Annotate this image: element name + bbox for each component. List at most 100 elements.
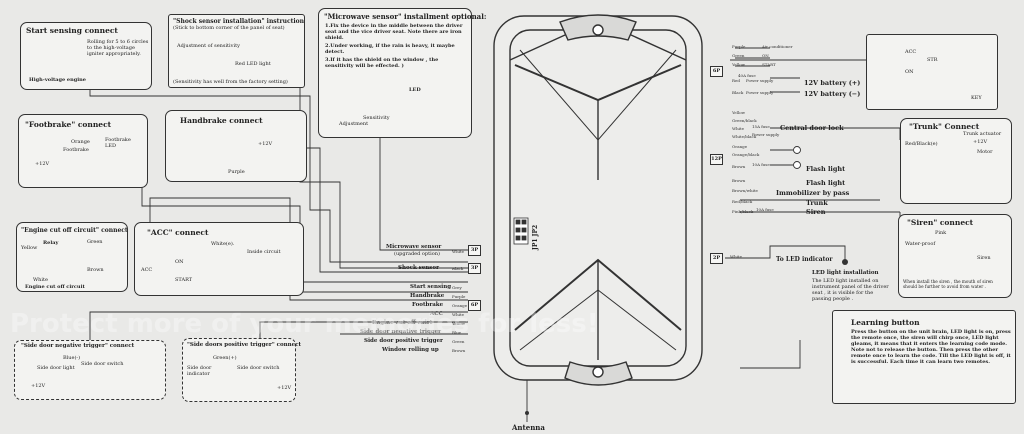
trunk-panel: "Trunk" Connect Trunk actuator Red/Black… [900, 118, 1012, 204]
microwave-panel: "Microwave sensor" installment optional:… [318, 8, 486, 138]
panel-title: "Side door negative trigger" connect [21, 343, 135, 349]
wire-label-footbrake: Footbrake [412, 302, 444, 308]
antenna-icon [525, 411, 529, 415]
wire-color: Yellow [452, 321, 466, 326]
footbrake-label: Footbrake [63, 147, 89, 153]
wire-label-handbrake: Handbrake [410, 293, 445, 299]
wire-color: Orange [452, 303, 468, 308]
engine-label: High-voltage engine [29, 77, 86, 83]
acc-label: ACC [141, 267, 153, 273]
relay-label: Relay [43, 240, 59, 246]
wire-color: Brown/white [732, 188, 758, 193]
wire-color: White [452, 249, 464, 254]
wire-color: Brown [732, 178, 746, 183]
connector-3p: 3P [468, 263, 481, 274]
jumper-label: JP1 JP2 [532, 224, 539, 250]
panel-title: "Siren" connect [907, 218, 974, 227]
panel-title: "Side doors positive trigger" connect [187, 342, 302, 348]
led-label: Red LED light [235, 61, 271, 67]
immobilizer-label: Immobilizer by pass [776, 189, 850, 197]
footbrake-panel: "Footbrake" connect Orange Footbrake Foo… [18, 114, 148, 188]
panel-footer: Engine cut off circuit [25, 284, 85, 290]
antenna-label: Antenna [512, 423, 545, 432]
panel-title: "Microwave sensor" installment optional: [324, 12, 487, 21]
key-label: KEY [971, 95, 982, 101]
switch-label: Side door switch [81, 361, 124, 367]
inside-label: Inside circuit [247, 249, 281, 255]
acc-label: ACC [905, 49, 917, 55]
wire-color: Red [732, 78, 740, 83]
switch-label: Footbrake LED [105, 137, 131, 149]
wire-color: Blue [452, 330, 462, 335]
white-label: White [33, 277, 48, 283]
wire-label-shock: Shock sensor [398, 265, 439, 271]
siren-label: Siren [977, 255, 991, 261]
wire-label-microwave: Microwave sensor [386, 244, 442, 250]
panel-title: "Shock sensor installation" instruction [173, 18, 305, 25]
adjust-label: Adjustment [339, 121, 369, 127]
led-label: LED [409, 87, 421, 93]
sensitivity-label: Sensitivity [363, 115, 390, 121]
wire-color: Green/black [732, 118, 757, 123]
connector-6p: 6P [468, 300, 481, 311]
wire-color: Pink/black [732, 209, 754, 214]
indicator-label: Side door indicator [187, 365, 212, 377]
step-2: 2.Under working, if the rain is heavy, i… [325, 43, 455, 55]
wire-label: Power supply [752, 132, 780, 137]
siren-panel: "Siren" connect Pink Water-proof Siren W… [898, 214, 1012, 298]
connector-2p: 2P [710, 253, 723, 264]
wire-color: Orange/black [732, 152, 760, 157]
wire-label: 10A fuse [752, 162, 770, 167]
v12-label: +12V [258, 141, 273, 147]
wire-color: White/black [732, 134, 757, 139]
wire-engine-cut [149, 197, 468, 301]
wire-color: Green [732, 53, 745, 58]
battery-positive: 12V battery (+) [804, 79, 861, 87]
v12-label: +12V [277, 385, 292, 391]
watermark: Protect more of your memories for less! [10, 309, 599, 339]
shock-sensor-panel: "Shock sensor installation" instruction … [168, 14, 305, 88]
wire-side-neg [89, 311, 468, 342]
panel-note: Rolling for 5 to 6 circles to the high-v… [87, 39, 149, 57]
wire-color: Red/black [732, 199, 753, 204]
wire-microwave [379, 138, 468, 251]
str-label: STR [927, 57, 938, 63]
wire-color: Brown [452, 348, 466, 353]
siren-note: When install the siren , the mouth of si… [903, 279, 993, 289]
on-label: ON [905, 69, 914, 75]
wire-label-start-sensing: Start sensing [410, 284, 452, 290]
connector-3p: 3P [468, 245, 481, 256]
fuse-label: 40A fuse [738, 73, 756, 78]
panel-title: Start sensing connect [26, 26, 118, 35]
wire-footbrake [141, 160, 468, 283]
central-lock-label: Central door lock [780, 124, 844, 132]
panel-note: (Sensitivity has well from the factory s… [173, 79, 288, 85]
panel-subtitle: (Stick to bottom corner of the panel of … [173, 25, 285, 31]
jumper-block [513, 217, 529, 245]
led-install-text: The LED light installed on instrument pa… [812, 278, 889, 302]
start-label: START [175, 277, 193, 283]
step-1: 1.Fix the device in the middle between t… [325, 23, 463, 41]
pink-label: Pink [935, 230, 947, 236]
light-label: Side door light [37, 365, 75, 371]
adjust-label: Adjustment of sensitivity [177, 43, 240, 49]
engine-cut-panel: "Engine cut off circuit" connect Relay Y… [16, 222, 128, 292]
wire-label-side-neg: Side door negative trigger [360, 329, 442, 335]
green-label: Green [87, 239, 103, 245]
waterproof-label: Water-proof [905, 241, 936, 247]
wire-label-acc: ACC [430, 311, 444, 317]
wire-color: Brown [732, 164, 746, 169]
connector-12p: 12P [710, 154, 723, 165]
wire-start-sensing [89, 62, 468, 263]
led-indicator-label: To LED indicator [776, 256, 833, 263]
wire-color: White [732, 126, 744, 131]
on-label: ON [175, 259, 184, 265]
panel-title: Handbrake connect [180, 116, 263, 125]
green-label: Green(+) [213, 355, 237, 361]
flash-bulb-icon [793, 161, 801, 169]
handbrake-panel: Handbrake connect +12V Purple [165, 110, 307, 182]
flash-bulb-icon [793, 146, 801, 154]
wire-label-window: Window rolling up [382, 347, 439, 353]
panel-title: "Trunk" Connect [909, 122, 980, 131]
trunk-output-label: Trunk [806, 199, 828, 207]
